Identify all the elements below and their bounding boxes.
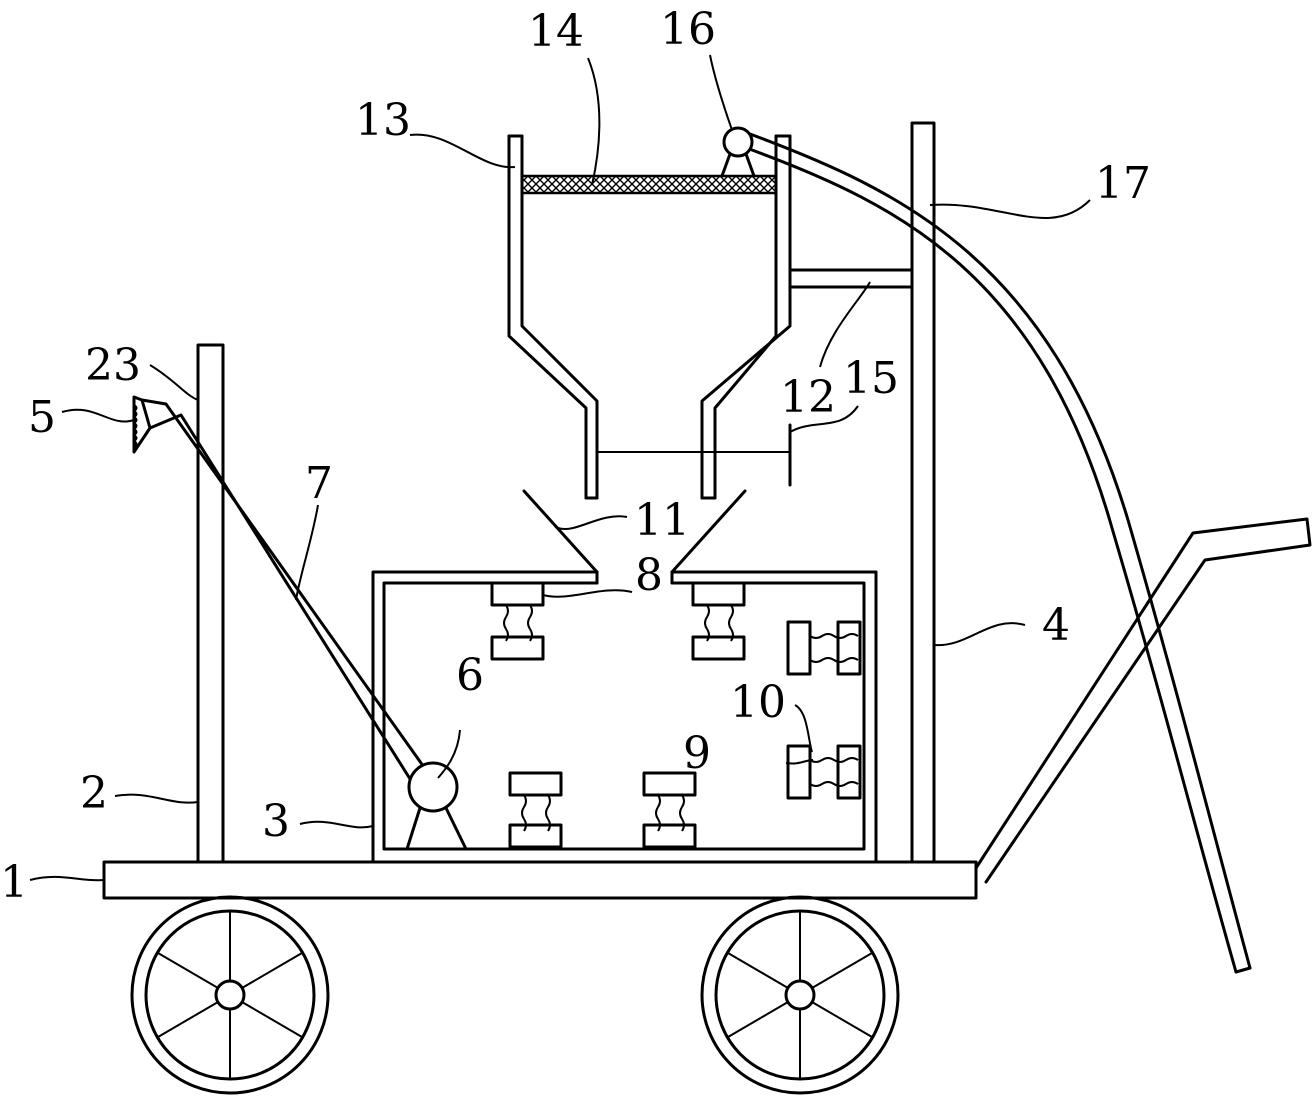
guide-funnel (522, 489, 747, 574)
valve-rod (597, 423, 792, 487)
push-handle (974, 517, 1312, 884)
label-2: 2 (80, 768, 108, 819)
base-plate (102, 860, 978, 900)
top-crusher-left (490, 581, 545, 661)
right-wheel (700, 895, 900, 1095)
leader-lines (29, 54, 1091, 882)
bracket (788, 268, 914, 289)
water-pump (720, 126, 756, 178)
label-8: 8 (635, 550, 663, 601)
label-13: 13 (355, 95, 411, 146)
suction-pump (405, 761, 468, 851)
mixing-box (371, 570, 878, 864)
right-post (910, 121, 936, 864)
water-hose (748, 132, 1252, 974)
label-11: 11 (634, 495, 690, 546)
label-6: 6 (456, 650, 484, 701)
suction-tube (140, 398, 428, 792)
label-15: 15 (843, 353, 899, 404)
label-4: 4 (1042, 600, 1070, 651)
label-23: 23 (85, 340, 141, 391)
label-12: 12 (780, 372, 836, 423)
label-9: 9 (683, 728, 711, 779)
label-5: 5 (28, 392, 56, 443)
left-wheel (130, 895, 330, 1095)
label-7: 7 (305, 458, 333, 509)
left-post (196, 343, 225, 864)
top-crusher-right (691, 581, 746, 661)
suction-nozzle (132, 395, 152, 454)
label-10: 10 (730, 677, 786, 728)
filter-screen (520, 174, 778, 195)
bottom-crusher-left (508, 771, 563, 849)
label-17: 17 (1095, 158, 1151, 209)
label-1: 1 (0, 857, 28, 908)
label-16: 16 (660, 4, 716, 55)
label-3: 3 (262, 796, 290, 847)
label-14: 14 (528, 6, 584, 57)
side-crusher-top (786, 620, 862, 676)
side-crusher-bottom (786, 744, 862, 800)
bottom-crusher-right (642, 771, 697, 849)
